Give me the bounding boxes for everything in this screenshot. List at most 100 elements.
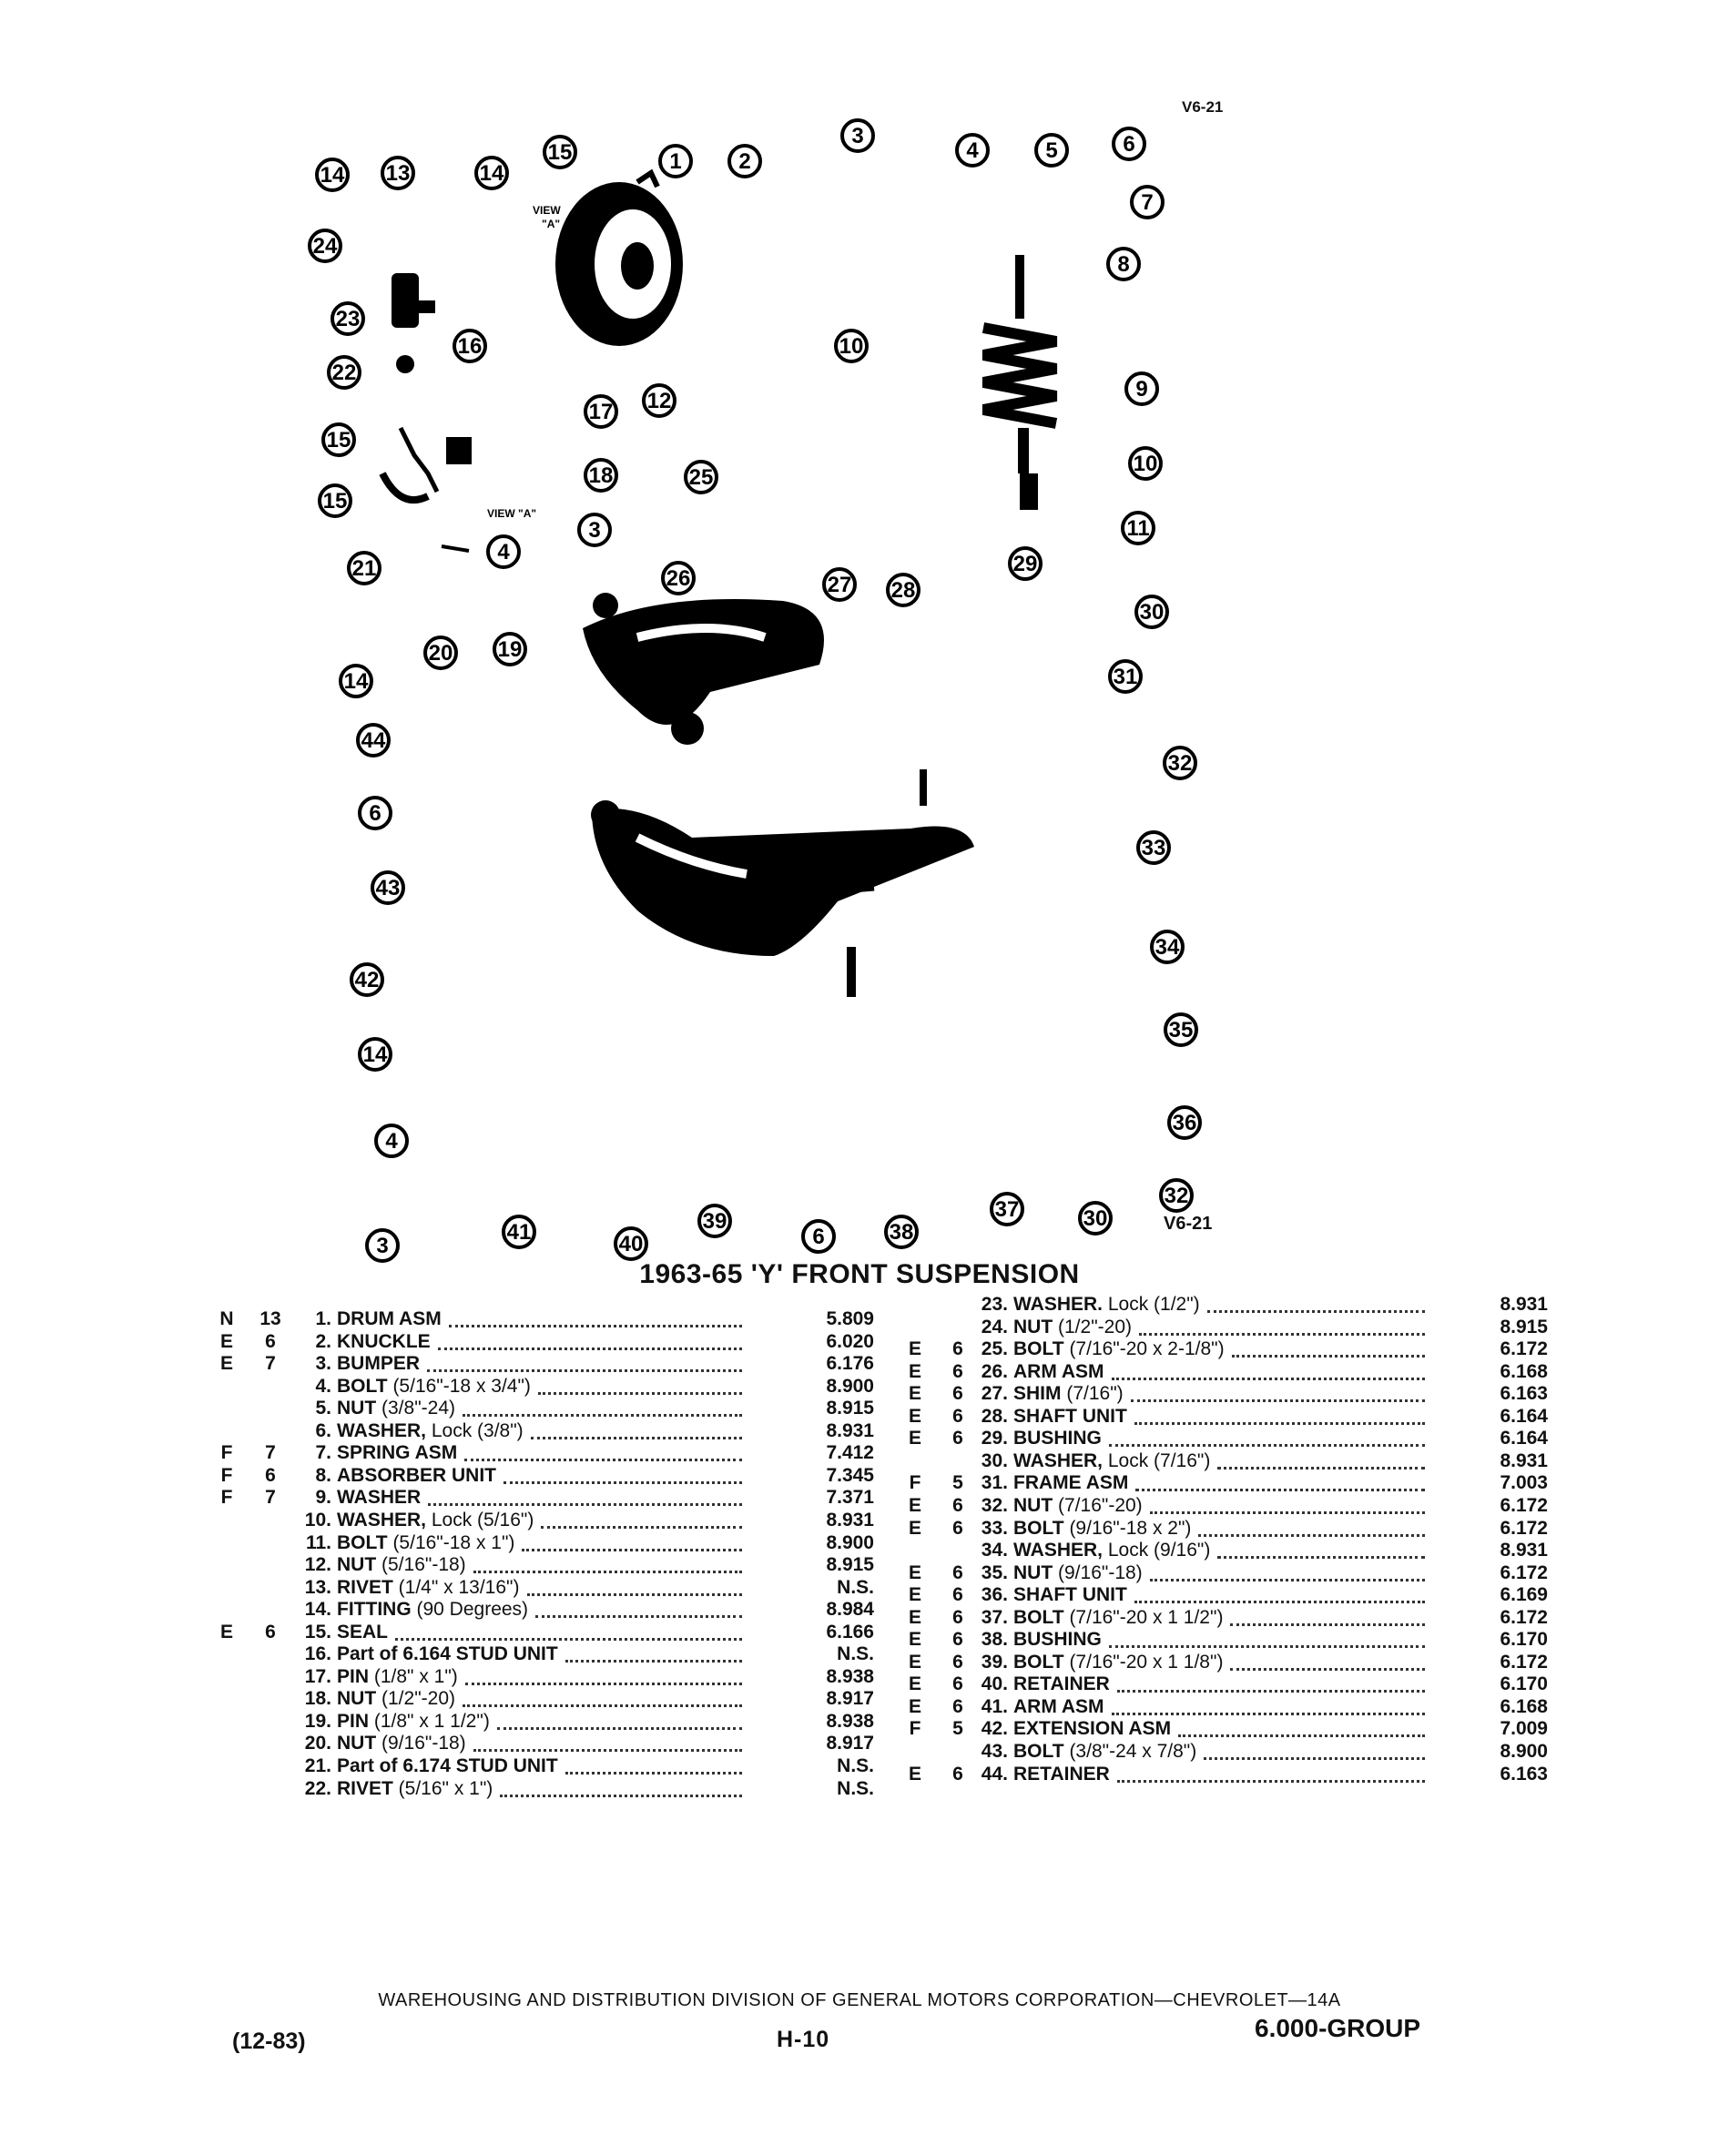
item-number: 41.: [981, 1695, 1008, 1717]
part-description: WASHER, Lock (9/16"): [1013, 1540, 1210, 1561]
leader-dots: [428, 1503, 742, 1507]
part-description: WASHER, Lock (5/16"): [337, 1510, 534, 1531]
part-number: 8.984: [826, 1599, 874, 1621]
position-code: E: [908, 1673, 921, 1695]
position-code: E: [908, 1584, 921, 1606]
callout-30: 30: [1078, 1201, 1113, 1236]
item-number: 27.: [981, 1383, 1008, 1405]
part-spec: Lock (9/16"): [1103, 1540, 1211, 1561]
item-number: 43.: [981, 1741, 1008, 1762]
leader-dots: [1111, 1712, 1425, 1715]
group-code: 6: [952, 1517, 963, 1539]
svg-text:14: 14: [344, 669, 369, 694]
item-number: 38.: [981, 1629, 1008, 1651]
part-description: BUSHING: [1013, 1629, 1102, 1651]
part-name: ARM ASM: [1013, 1695, 1104, 1717]
part-description: NUT (7/16"-20): [1013, 1495, 1143, 1517]
position-code: E: [908, 1494, 921, 1516]
leader-dots: [1116, 1779, 1425, 1783]
part-number: 6.169: [1500, 1584, 1548, 1606]
position-code: E: [908, 1383, 921, 1405]
parts-row: 19.PIN (1/8" x 1 1/2")8.938: [0, 1711, 892, 1733]
part-description: WASHER: [337, 1487, 421, 1509]
svg-text:39: 39: [703, 1209, 727, 1234]
part-spec: (7/16"-20): [1053, 1494, 1143, 1516]
part-spec: (5/16"-18 x 1"): [387, 1531, 515, 1553]
callout-8: 8: [1106, 247, 1141, 281]
part-spec: (7/16"-20 x 1 1/8"): [1063, 1651, 1224, 1673]
leader-dots: [1217, 1466, 1425, 1470]
part-number: N.S.: [837, 1643, 874, 1665]
part-number: 6.020: [826, 1330, 874, 1352]
parts-row: 10.WASHER, Lock (5/16")8.931: [0, 1510, 892, 1531]
part-description: ARM ASM: [1013, 1361, 1104, 1383]
leader-dots: [1130, 1399, 1425, 1403]
item-number: 21.: [304, 1755, 331, 1776]
svg-text:27: 27: [828, 573, 852, 597]
part-description: NUT (1/2"-20): [337, 1688, 455, 1710]
part-name: NUT: [1013, 1316, 1053, 1337]
callout-44: 44: [356, 723, 391, 758]
svg-text:32: 32: [1165, 1184, 1189, 1208]
item-number: 29.: [981, 1428, 1008, 1449]
parts-row: 17.PIN (1/8" x 1")8.938: [0, 1666, 892, 1688]
leader-dots: [1134, 1601, 1425, 1604]
item-number: 19.: [304, 1710, 331, 1732]
part-number: 8.917: [826, 1688, 874, 1710]
part-number: 6.163: [1500, 1763, 1548, 1785]
group-code: 6: [952, 1338, 963, 1360]
part-spec: Lock (1/2"): [1103, 1294, 1200, 1315]
item-number: 14.: [304, 1599, 331, 1621]
leader-dots: [1116, 1690, 1425, 1693]
part-name: RETAINER: [1013, 1763, 1110, 1785]
svg-text:15: 15: [327, 428, 351, 453]
svg-text:6: 6: [812, 1225, 824, 1249]
leader-dots: [526, 1592, 742, 1596]
part-description: SEAL: [337, 1622, 388, 1643]
position-code: E: [908, 1561, 921, 1583]
svg-text:30: 30: [1083, 1206, 1108, 1231]
parts-row: 34.WASHER, Lock (9/16")8.931: [0, 1540, 1548, 1561]
callout-9: 9: [1124, 371, 1159, 406]
part-name: NUT: [1013, 1561, 1053, 1583]
part-name: RIVET: [337, 1576, 393, 1598]
leader-dots: [1134, 1421, 1425, 1425]
group-code: 7: [265, 1487, 276, 1509]
item-number: 31.: [981, 1472, 1008, 1494]
position-code: E: [908, 1629, 921, 1651]
part-number: 6.172: [1500, 1651, 1548, 1673]
part-spec: (1/8" x 1"): [369, 1665, 458, 1687]
callout-23: 23: [331, 301, 365, 336]
part-description: BOLT (7/16"-20 x 1 1/8"): [1013, 1652, 1223, 1673]
leader-dots: [463, 1414, 742, 1418]
item-number: 12.: [304, 1554, 331, 1576]
parts-row: 18.NUT (1/2"-20)8.917: [0, 1688, 892, 1710]
part-spec: (9/16"-18): [1053, 1561, 1143, 1583]
position-code: N: [219, 1308, 234, 1329]
position-code: E: [908, 1606, 921, 1628]
item-number: 15.: [304, 1621, 331, 1642]
part-description: RETAINER: [1013, 1673, 1110, 1695]
part-name: WASHER,: [1013, 1449, 1104, 1471]
parts-row: 23.WASHER. Lock (1/2")8.931: [0, 1294, 1548, 1316]
group-code: 6: [952, 1494, 963, 1516]
part-description: SHAFT UNIT: [1013, 1406, 1127, 1428]
svg-text:20: 20: [429, 641, 453, 666]
svg-text:4: 4: [497, 540, 510, 564]
item-number: 16.: [304, 1643, 331, 1665]
group-code: 13: [259, 1308, 281, 1329]
part-description: WASHER, Lock (7/16"): [1013, 1450, 1210, 1472]
svg-text:26: 26: [666, 566, 691, 591]
callout-14: 14: [315, 158, 350, 192]
group-code: 6: [952, 1606, 963, 1628]
part-number: 8.900: [826, 1531, 874, 1553]
svg-text:37: 37: [995, 1197, 1020, 1222]
callout-22: 22: [327, 355, 361, 390]
part-number: 8.931: [1500, 1449, 1548, 1471]
callout-15: 15: [318, 483, 352, 518]
part-number: 6.172: [1500, 1561, 1548, 1583]
leader-dots: [448, 1325, 742, 1327]
part-name: WASHER: [337, 1487, 422, 1509]
